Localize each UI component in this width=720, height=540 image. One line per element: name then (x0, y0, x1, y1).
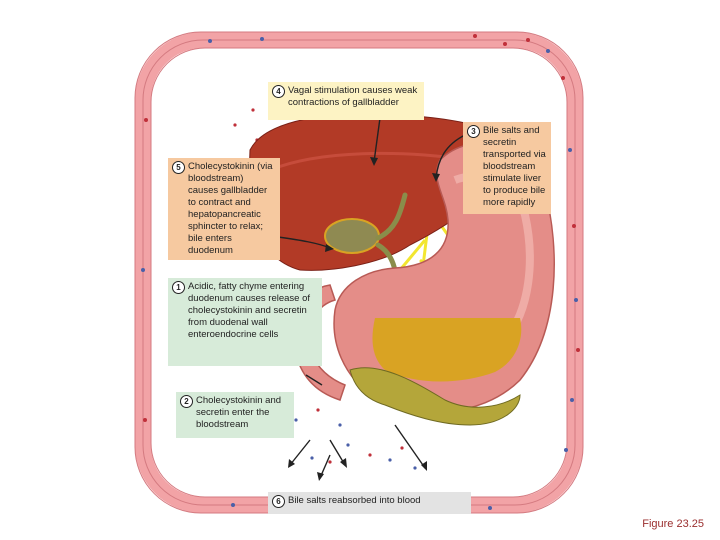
step-number-2: 2 (180, 395, 193, 408)
step-number-6: 6 (272, 495, 285, 508)
callout-3-text: Bile salts and secretin transported via … (483, 125, 546, 208)
callout-2-text: Cholecystokinin and secretin enter the b… (196, 395, 281, 430)
step-number-1: 1 (172, 281, 185, 294)
step-number-3: 3 (467, 125, 480, 138)
step-number-5: 5 (172, 161, 185, 174)
callout-1: 1 Acidic, fatty chyme entering duodenum … (168, 278, 322, 366)
callout-1-text: Acidic, fatty chyme entering duodenum ca… (188, 281, 310, 340)
callout-5-text: Cholecystokinin (via bloodstream) causes… (188, 161, 272, 256)
figure-caption: Figure 23.25 (642, 518, 704, 530)
callout-6: 6 Bile salts reabsorbed into blood (268, 492, 471, 514)
callout-2: 2 Cholecystokinin and secretin enter the… (176, 392, 294, 438)
callout-6-text: Bile salts reabsorbed into blood (288, 495, 421, 506)
callout-4: 4 Vagal stimulation causes weak contract… (268, 82, 424, 120)
callout-5: 5 Cholecystokinin (via bloodstream) caus… (168, 158, 280, 260)
step-number-4: 4 (272, 85, 285, 98)
gallbladder (325, 219, 379, 253)
callout-4-text: Vagal stimulation causes weak contractio… (288, 85, 417, 108)
callout-3: 3 Bile salts and secretin transported vi… (463, 122, 551, 214)
